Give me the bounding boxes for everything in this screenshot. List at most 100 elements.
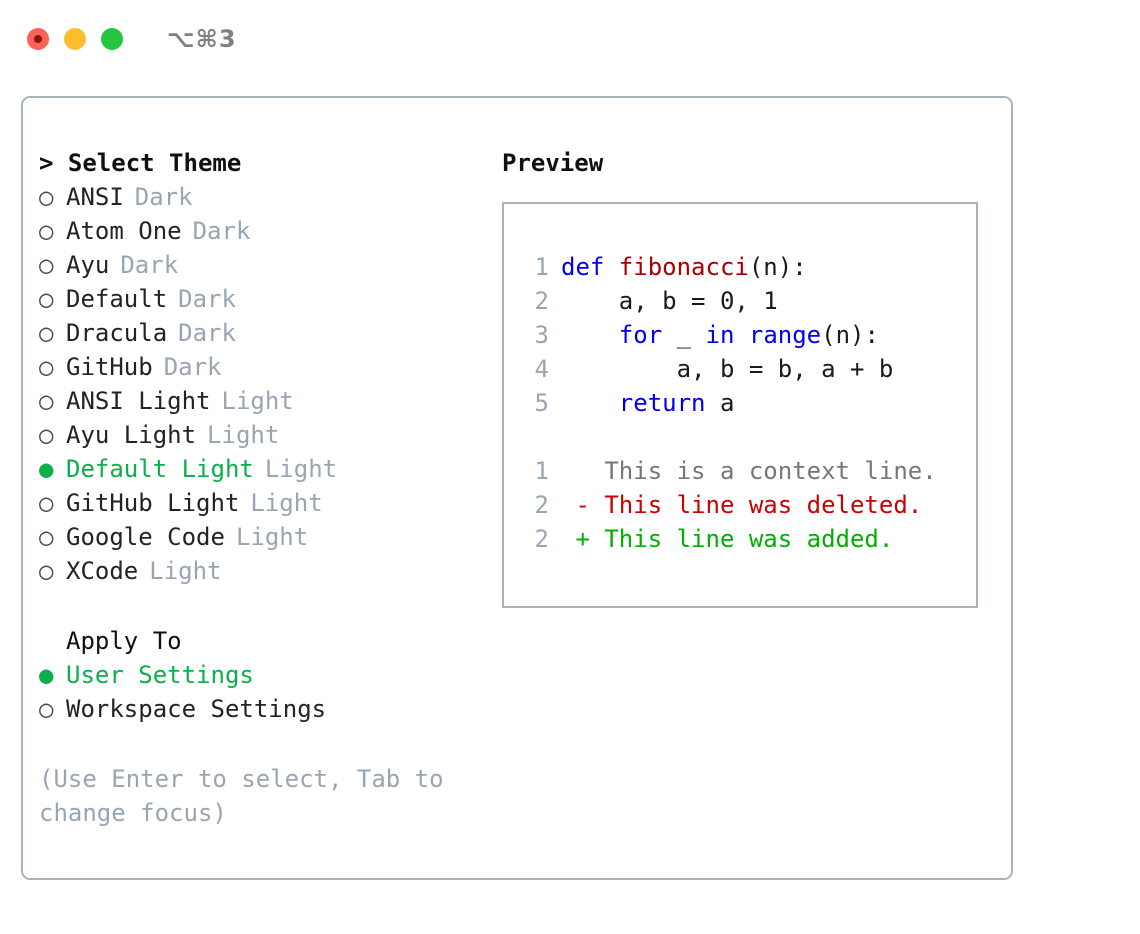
code-token-plain: a, b = 0, 1: [561, 287, 778, 315]
code-line-text: a, b = b, a + b: [561, 352, 894, 386]
code-token-kw: return: [618, 389, 706, 417]
line-number: 1: [534, 457, 549, 485]
theme-option-label: Ayu Light: [66, 421, 197, 449]
apply-to-section: Apply To ●User Settings○Workspace Settin…: [39, 624, 489, 726]
code-line: 3 for _ in range(n):: [521, 318, 937, 352]
theme-option-label: XCode: [66, 557, 139, 585]
theme-option-label: ANSI: [66, 183, 124, 211]
code-line: 2 a, b = 0, 1: [521, 284, 937, 318]
theme-variant-badge: Dark: [178, 285, 236, 313]
radio-unselected-icon: ○: [39, 285, 54, 313]
select-theme-header: > Select Theme: [39, 149, 242, 177]
diff-line-text: - This line was deleted.: [561, 491, 923, 519]
apply-to-option-label: Workspace Settings: [66, 695, 327, 723]
theme-option-label: ANSI Light: [66, 387, 211, 415]
theme-variant-badge: Dark: [120, 251, 179, 279]
line-number: 5: [534, 389, 549, 417]
code-token-kw: for: [618, 321, 663, 349]
code-diff-spacer: [521, 420, 937, 454]
theme-variant-badge: Dark: [178, 319, 236, 347]
theme-variant-badge: Dark: [192, 217, 251, 245]
code-line: 5 return a: [521, 386, 937, 420]
code-line-text: a, b = 0, 1: [561, 284, 778, 318]
code-token-fn: fibonacci: [618, 253, 749, 281]
radio-unselected-icon: ○: [39, 251, 54, 279]
code-token-kw: range: [748, 321, 822, 349]
preview-title: Preview: [502, 149, 604, 177]
theme-variant-badge: Light: [235, 523, 309, 551]
close-button[interactable]: [27, 28, 49, 50]
theme-option-7[interactable]: ○ Ayu Light Light: [39, 418, 489, 452]
theme-option-4[interactable]: ○ Dracula Dark: [39, 316, 489, 350]
theme-option-9[interactable]: ○ GitHub Light Light: [39, 486, 489, 520]
code-token-plain: _: [662, 321, 706, 349]
code-token-plain: [734, 321, 748, 349]
theme-option-label: Dracula: [66, 319, 168, 347]
apply-to-option-1[interactable]: ○Workspace Settings: [39, 692, 489, 726]
apply-to-list[interactable]: ●User Settings○Workspace Settings: [39, 658, 489, 726]
theme-option-10[interactable]: ○ Google Code Light: [39, 520, 489, 554]
line-number: 2: [534, 525, 549, 553]
theme-variant-badge: Light: [250, 489, 323, 517]
apply-to-header: Apply To: [66, 627, 182, 655]
apply-to-option-label: User Settings: [66, 661, 254, 689]
theme-option-label: Default: [66, 285, 168, 313]
maximize-button[interactable]: [101, 28, 123, 50]
line-number: 1: [534, 253, 549, 281]
code-token-plain: [561, 389, 619, 417]
theme-variant-badge: Light: [207, 421, 280, 449]
radio-unselected-icon: ○: [39, 489, 54, 517]
theme-option-label: GitHub: [66, 353, 153, 381]
radio-unselected-icon: ○: [39, 557, 54, 585]
theme-option-6[interactable]: ○ ANSI Light Light: [39, 384, 489, 418]
diff-line-text: + This line was added.: [561, 525, 894, 553]
diff-line-del: 2 - This line was deleted.: [521, 488, 937, 522]
keyboard-shortcut-label: ⌥⌘3: [167, 25, 237, 53]
theme-variant-badge: Light: [264, 455, 338, 483]
apply-to-option-0[interactable]: ●User Settings: [39, 658, 489, 692]
theme-option-label: Google Code: [66, 523, 225, 551]
diff-line-add: 2 + This line was added.: [521, 522, 937, 556]
line-number: 3: [534, 321, 549, 349]
diff-line-ctx: 1 This is a context line.: [521, 454, 937, 488]
theme-variant-badge: Dark: [163, 353, 222, 381]
title-bar: ⌥⌘3: [0, 0, 1140, 78]
code-line-text: for _ in range(n):: [561, 318, 879, 352]
code-token-plain: a, b = b, a + b: [561, 355, 894, 383]
code-token-kw: in: [705, 321, 735, 349]
code-line: 4 a, b = b, a + b: [521, 352, 937, 386]
minimize-button[interactable]: [64, 28, 86, 50]
radio-unselected-icon: ○: [39, 421, 54, 449]
theme-variant-badge: Dark: [134, 183, 193, 211]
line-number: 2: [534, 491, 549, 519]
line-number: 4: [534, 355, 549, 383]
theme-variant-badge: Light: [221, 387, 294, 415]
radio-unselected-icon: ○: [39, 523, 54, 551]
radio-unselected-icon: ○: [39, 387, 54, 415]
code-token-plain: [561, 321, 619, 349]
radio-selected-icon: ●: [39, 455, 54, 483]
theme-option-1[interactable]: ○ Atom One Dark: [39, 214, 489, 248]
theme-option-5[interactable]: ○ GitHub Dark: [39, 350, 489, 384]
theme-option-label: Atom One: [66, 217, 182, 245]
radio-unselected-icon: ○: [39, 217, 54, 245]
theme-option-3[interactable]: ○ Default Dark: [39, 282, 489, 316]
radio-unselected-icon: ○: [39, 319, 54, 347]
code-token-plain: (n):: [748, 253, 807, 281]
code-token-kw: def: [561, 253, 619, 281]
radio-unselected-icon: ○: [39, 353, 54, 381]
diff-line-text: This is a context line.: [561, 457, 937, 485]
theme-option-label: GitHub Light: [66, 489, 240, 517]
keyboard-hint-text: (Use Enter to select, Tab to change focu…: [39, 765, 444, 827]
